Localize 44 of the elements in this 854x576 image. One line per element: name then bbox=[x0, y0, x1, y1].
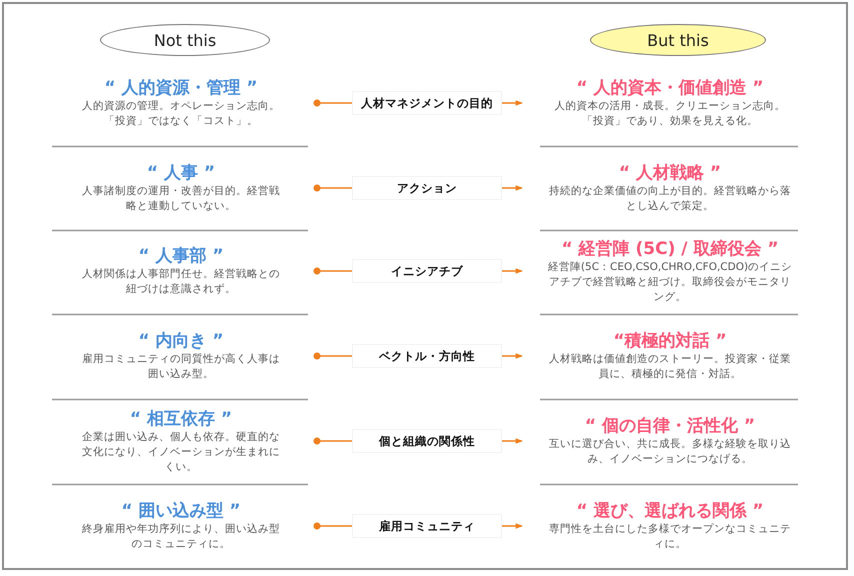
row-label: アクション bbox=[352, 176, 502, 200]
heading: “ 人的資源・管理 ” bbox=[104, 77, 258, 99]
description: 持続的な企業価値の向上が目的。経営戦略から落とし込んで策定。 bbox=[548, 184, 792, 214]
arrow bbox=[502, 353, 523, 359]
description: 互いに選び合い、共に成長。多様な経験を取り込み、イノベーションにつなげる。 bbox=[548, 437, 792, 467]
arrow bbox=[502, 523, 523, 529]
heading: “ 相互依存 ” bbox=[130, 408, 232, 430]
arrow bbox=[502, 438, 523, 444]
heading: “ 囲い込み型 ” bbox=[121, 500, 241, 522]
header-oval: But this bbox=[590, 24, 766, 56]
row-label: 人材マネジメントの目的 bbox=[352, 91, 502, 115]
header-oval: Not this bbox=[100, 24, 270, 56]
arrow bbox=[502, 185, 523, 191]
description: 人的資本の活用・成長。クリエーション志向。「投資」であり、効果を見える化。 bbox=[554, 99, 786, 129]
heading: “ 人事 ” bbox=[146, 162, 216, 184]
heading: “ 人的資本・価値創造 ” bbox=[576, 77, 764, 99]
row-label: 雇用コミュニティ bbox=[352, 514, 502, 538]
dot-connector bbox=[314, 438, 352, 444]
heading: “ 選び、選ばれる関係 ” bbox=[576, 500, 764, 522]
heading: “ 人事部 ” bbox=[138, 245, 224, 267]
heading: “ 個の自律・活性化 ” bbox=[584, 415, 756, 437]
description: 終身雇用や年功序列により、囲い込み型のコミュニティに。 bbox=[81, 522, 281, 552]
arrow bbox=[502, 100, 523, 106]
heading: “ 内向き ” bbox=[138, 330, 224, 352]
dot-connector bbox=[314, 352, 352, 360]
description: 企業は囲い込み、個人も依存。硬直的な文化になり、イノベーションが生まれにくい。 bbox=[81, 430, 281, 474]
dot-connector bbox=[314, 268, 352, 274]
arrow bbox=[502, 268, 523, 274]
description: 雇用コミュニティの同質性が高く人事は囲い込み型。 bbox=[81, 352, 281, 382]
description: 人的資源の管理。オペレーション志向。「投資」ではなく「コスト」。 bbox=[81, 99, 281, 129]
dot-connector bbox=[314, 522, 352, 530]
row-label: 個と組織の関係性 bbox=[352, 429, 502, 453]
row-label: ベクトル・方向性 bbox=[352, 344, 502, 368]
heading: “ 経営陣 (5C) / 取締役会 ” bbox=[562, 238, 778, 260]
heading: “ 人材戦略 ” bbox=[618, 162, 722, 184]
dot-connector bbox=[314, 184, 352, 192]
dot-connector bbox=[314, 100, 352, 106]
description: 経営陣(5C：CEO,CSO,CHRO,CFO,CDO)のイニシアチブで経営戦略と紐づけ。取締役会がモニタリング。 bbox=[546, 260, 794, 304]
description: 専門性を土台にした多様でオープンなコミュニティに。 bbox=[548, 522, 792, 552]
description: 人材戦略は価値創造のストーリー。投資家・従業員に、積極的に発信・対話。 bbox=[548, 352, 792, 382]
description: 人材関係は人事部門任せ。経営戦略との紐づけは意識されず。 bbox=[81, 267, 281, 297]
row-label: イニシアチブ bbox=[352, 259, 502, 283]
heading: “積極的対話 ” bbox=[613, 330, 727, 352]
description: 人事諸制度の運用・改善が目的。経営戦略と連動していない。 bbox=[81, 184, 281, 214]
